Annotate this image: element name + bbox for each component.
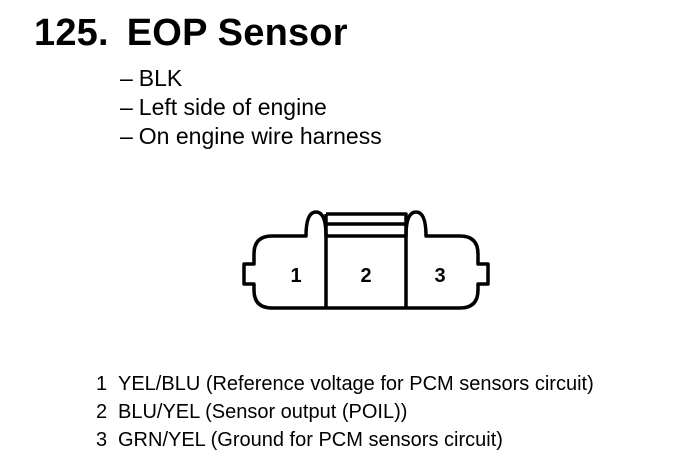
pin-item: 2 BLU/YEL (Sensor output (POIL)) (96, 398, 594, 426)
terminal-label: 3 (434, 265, 445, 287)
terminal-label: 2 (360, 265, 371, 287)
pin-number: 2 (96, 401, 108, 423)
detail-dash: – (120, 123, 133, 149)
lock-tab (324, 212, 408, 236)
pin-number: 3 (96, 429, 108, 451)
detail-location: –Left side of engine (120, 93, 382, 122)
pin-list: 1 YEL/BLU (Reference voltage for PCM sens… (96, 370, 594, 454)
detail-text: BLK (138, 65, 183, 91)
detail-harness: –On engine wire harness (120, 122, 382, 151)
detail-color: –BLK (120, 64, 382, 93)
component-details: –BLK –Left side of engine –On engine wir… (120, 64, 382, 151)
pin-item: 1 YEL/BLU (Reference voltage for PCM sens… (96, 370, 594, 398)
pin-description: GRN/YEL (Ground for PCM sensors circuit) (118, 429, 503, 451)
pin-description: YEL/BLU (Reference voltage for PCM senso… (118, 373, 594, 395)
pin-number: 1 (96, 373, 108, 395)
detail-text: On engine wire harness (138, 123, 382, 149)
pin-item: 3 GRN/YEL (Ground for PCM sensors circuit… (96, 426, 594, 454)
connector-housing (242, 210, 490, 310)
detail-dash: – (120, 65, 133, 91)
item-number: 125. (34, 12, 109, 54)
terminal-label: 1 (290, 265, 301, 287)
component-name: EOP Sensor (126, 12, 348, 54)
detail-text: Left side of engine (138, 94, 327, 120)
page-title: 125. EOP Sensor (34, 12, 348, 55)
connector-diagram: 1 2 3 (242, 210, 490, 310)
detail-dash: – (120, 94, 133, 120)
pin-description: BLU/YEL (Sensor output (POIL)) (118, 401, 408, 423)
